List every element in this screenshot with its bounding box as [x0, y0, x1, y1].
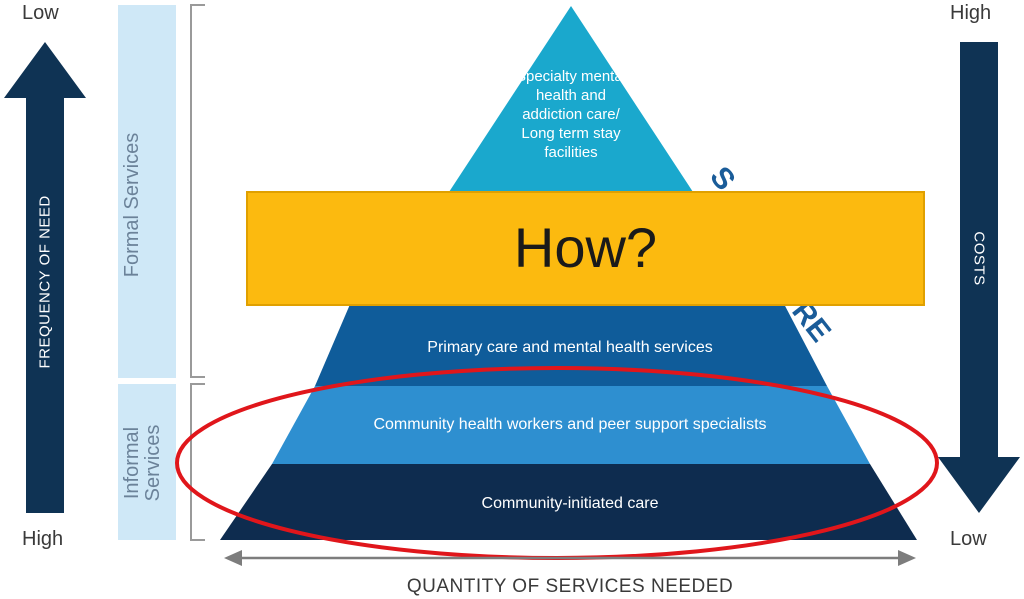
tier-community-initiated-label: Community-initiated care [481, 495, 659, 512]
frequency-arrow-icon [4, 42, 86, 513]
pyramid-tier-primary [315, 302, 827, 386]
group-brackets [190, 4, 205, 541]
cost-bottom-label: Low [950, 528, 987, 550]
tier-community-health-label: Community health workers and peer suppor… [373, 416, 767, 433]
tier-primary-label: Primary care and mental health services [427, 339, 713, 356]
pyramid-tier-community-initiated [220, 464, 917, 540]
informal-services-band [118, 384, 176, 540]
pyramid-apex [449, 6, 693, 192]
formal-services-band [118, 5, 176, 378]
frequency-top-label: Low [22, 2, 59, 24]
how-overlay-text: How? [513, 216, 658, 279]
cost-axis-title: COSTS [970, 231, 988, 286]
frequency-bottom-label: High [22, 528, 64, 550]
cost-top-label: High [950, 2, 992, 24]
how-overlay-box: How? [246, 191, 925, 306]
cost-arrow-icon [938, 42, 1020, 513]
apex-tier-label: Specialty mental health and addiction ca… [515, 68, 627, 161]
quantity-axis-title: QUANTITY OF SERVICES NEEDED [406, 576, 734, 597]
pyramid-tier-community-health [272, 386, 870, 464]
